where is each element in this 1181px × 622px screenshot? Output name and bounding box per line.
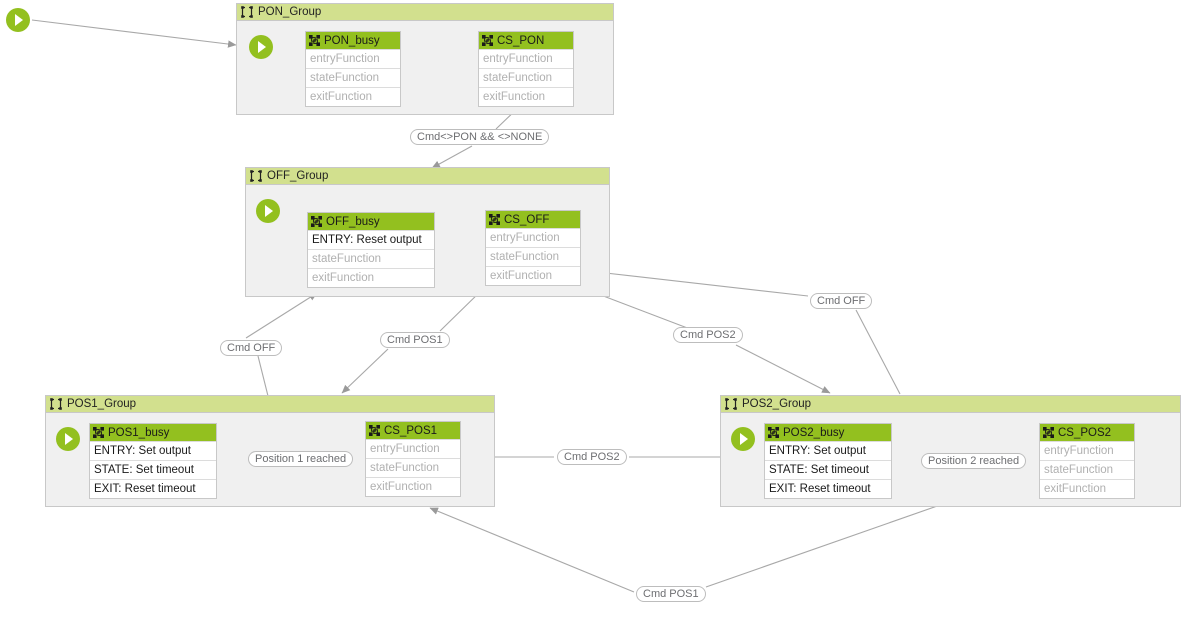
state-cs-pon-header[interactable]: CS_PON — [479, 32, 573, 49]
state-cs-pos2-header[interactable]: CS_POS2 — [1040, 424, 1134, 441]
state-cs-pos1-name: CS_POS1 — [384, 424, 438, 437]
state-pon-busy-header[interactable]: PON_busy — [306, 32, 400, 49]
state-pos1-busy-exit[interactable]: EXIT: Reset timeout — [90, 479, 216, 498]
state-cs-pos2-exit[interactable]: exitFunction — [1040, 479, 1134, 498]
edge-pos1-to-off-a — [257, 355, 269, 397]
transition-label-position-2-reached[interactable]: Position 2 reached — [921, 453, 1027, 469]
state-cs-pos1-exit[interactable]: exitFunction — [366, 477, 460, 496]
state-pos1-busy-state[interactable]: STATE: Set timeout — [90, 460, 216, 479]
state-off-busy[interactable]: OFF_busy ENTRY: Reset output stateFuncti… — [307, 212, 435, 288]
start-node-pon[interactable] — [249, 35, 273, 59]
state-pos2-busy-name: POS2_busy — [783, 426, 845, 439]
transition-label-pos2-to-off[interactable]: Cmd OFF — [810, 293, 873, 309]
state-blocks-icon — [311, 216, 322, 227]
state-pos2-busy[interactable]: POS2_busy ENTRY: Set output STATE: Set t… — [764, 423, 892, 499]
start-node-pos1[interactable] — [56, 427, 80, 451]
group-frame-icon — [250, 170, 262, 182]
edge-pos2-to-pos1-b — [429, 507, 635, 593]
state-cs-pos2-entry[interactable]: entryFunction — [1040, 441, 1134, 460]
state-cs-off-exit[interactable]: exitFunction — [486, 266, 580, 285]
state-pos2-busy-state[interactable]: STATE: Set timeout — [765, 460, 891, 479]
edge-pos1-to-off-b — [245, 292, 318, 339]
edge-entry-to-pon-group — [31, 19, 237, 48]
state-cs-off-header[interactable]: CS_OFF — [486, 211, 580, 228]
state-off-busy-entry[interactable]: ENTRY: Reset output — [308, 230, 434, 249]
state-off-busy-exit[interactable]: exitFunction — [308, 268, 434, 287]
group-pos1-title: POS1_Group — [67, 398, 137, 410]
state-pos1-busy[interactable]: POS1_busy ENTRY: Set output STATE: Set t… — [89, 423, 217, 499]
state-cs-pon-exit[interactable]: exitFunction — [479, 87, 573, 106]
state-pos1-busy-header[interactable]: POS1_busy — [90, 424, 216, 441]
state-cs-pos2-state[interactable]: stateFunction — [1040, 460, 1134, 479]
state-cs-pos1[interactable]: CS_POS1 entryFunction stateFunction exit… — [365, 421, 461, 497]
transition-label-position-1-reached[interactable]: Position 1 reached — [248, 451, 354, 467]
state-blocks-icon — [489, 214, 500, 225]
group-pon-header[interactable]: PON_Group — [237, 4, 613, 21]
state-cs-pon[interactable]: CS_PON entryFunction stateFunction exitF… — [478, 31, 574, 107]
state-cs-pon-entry[interactable]: entryFunction — [479, 49, 573, 68]
state-blocks-icon — [768, 427, 779, 438]
state-off-busy-name: OFF_busy — [326, 215, 380, 228]
group-pos2-header[interactable]: POS2_Group — [721, 396, 1180, 413]
state-pon-busy-entry[interactable]: entryFunction — [306, 49, 400, 68]
diagram-entry-start-node[interactable] — [6, 8, 30, 32]
start-node-pos2[interactable] — [731, 427, 755, 451]
state-cs-pos1-state[interactable]: stateFunction — [366, 458, 460, 477]
transition-label-pon-to-off[interactable]: Cmd<>PON && <>NONE — [410, 129, 550, 145]
transition-label-off-to-pos1[interactable]: Cmd POS1 — [380, 332, 450, 348]
state-cs-pos1-entry[interactable]: entryFunction — [366, 439, 460, 458]
edge-pos2-to-off-a — [855, 309, 901, 395]
group-frame-icon — [241, 6, 253, 18]
state-cs-off-entry[interactable]: entryFunction — [486, 228, 580, 247]
group-pos1-header[interactable]: POS1_Group — [46, 396, 494, 413]
state-cs-pos2[interactable]: CS_POS2 entryFunction stateFunction exit… — [1039, 423, 1135, 499]
group-pos2-title: POS2_Group — [742, 398, 812, 410]
transition-label-pos1-to-pos2[interactable]: Cmd POS2 — [557, 449, 627, 465]
state-blocks-icon — [482, 35, 493, 46]
transition-label-pos1-to-off[interactable]: Cmd OFF — [220, 340, 283, 356]
state-off-busy-header[interactable]: OFF_busy — [308, 213, 434, 230]
state-cs-pos1-header[interactable]: CS_POS1 — [366, 422, 460, 439]
edge-pos2-to-off-b — [587, 268, 809, 297]
state-cs-off[interactable]: CS_OFF entryFunction stateFunction exitF… — [485, 210, 581, 286]
edge-off-to-pos1-b — [341, 348, 389, 394]
state-pos1-busy-entry[interactable]: ENTRY: Set output — [90, 441, 216, 460]
start-node-off[interactable] — [256, 199, 280, 223]
state-cs-off-name: CS_OFF — [504, 213, 550, 226]
state-cs-pos2-name: CS_POS2 — [1058, 426, 1112, 439]
transition-label-pos2-to-pos1[interactable]: Cmd POS1 — [636, 586, 706, 602]
state-cs-off-state[interactable]: stateFunction — [486, 247, 580, 266]
state-pon-busy-name: PON_busy — [324, 34, 380, 47]
state-pon-busy[interactable]: PON_busy entryFunction stateFunction exi… — [305, 31, 401, 107]
group-off-title: OFF_Group — [267, 170, 329, 182]
group-pon-title: PON_Group — [258, 6, 322, 18]
edge-label-to-off-group — [431, 145, 473, 169]
state-pos2-busy-header[interactable]: POS2_busy — [765, 424, 891, 441]
state-pon-busy-state[interactable]: stateFunction — [306, 68, 400, 87]
state-blocks-icon — [93, 427, 104, 438]
transition-label-off-to-pos2[interactable]: Cmd POS2 — [673, 327, 743, 343]
state-off-busy-state[interactable]: stateFunction — [308, 249, 434, 268]
state-pos2-busy-exit[interactable]: EXIT: Reset timeout — [765, 479, 891, 498]
edge-off-to-pos2-b — [735, 344, 831, 394]
group-frame-icon — [50, 398, 62, 410]
state-pon-busy-exit[interactable]: exitFunction — [306, 87, 400, 106]
state-pos1-busy-name: POS1_busy — [108, 426, 170, 439]
group-frame-icon — [725, 398, 737, 410]
state-cs-pon-name: CS_PON — [497, 34, 545, 47]
state-cs-pon-state[interactable]: stateFunction — [479, 68, 573, 87]
state-blocks-icon — [309, 35, 320, 46]
state-pos2-busy-entry[interactable]: ENTRY: Set output — [765, 441, 891, 460]
state-blocks-icon — [1043, 427, 1054, 438]
group-off-header[interactable]: OFF_Group — [246, 168, 609, 185]
state-blocks-icon — [369, 425, 380, 436]
